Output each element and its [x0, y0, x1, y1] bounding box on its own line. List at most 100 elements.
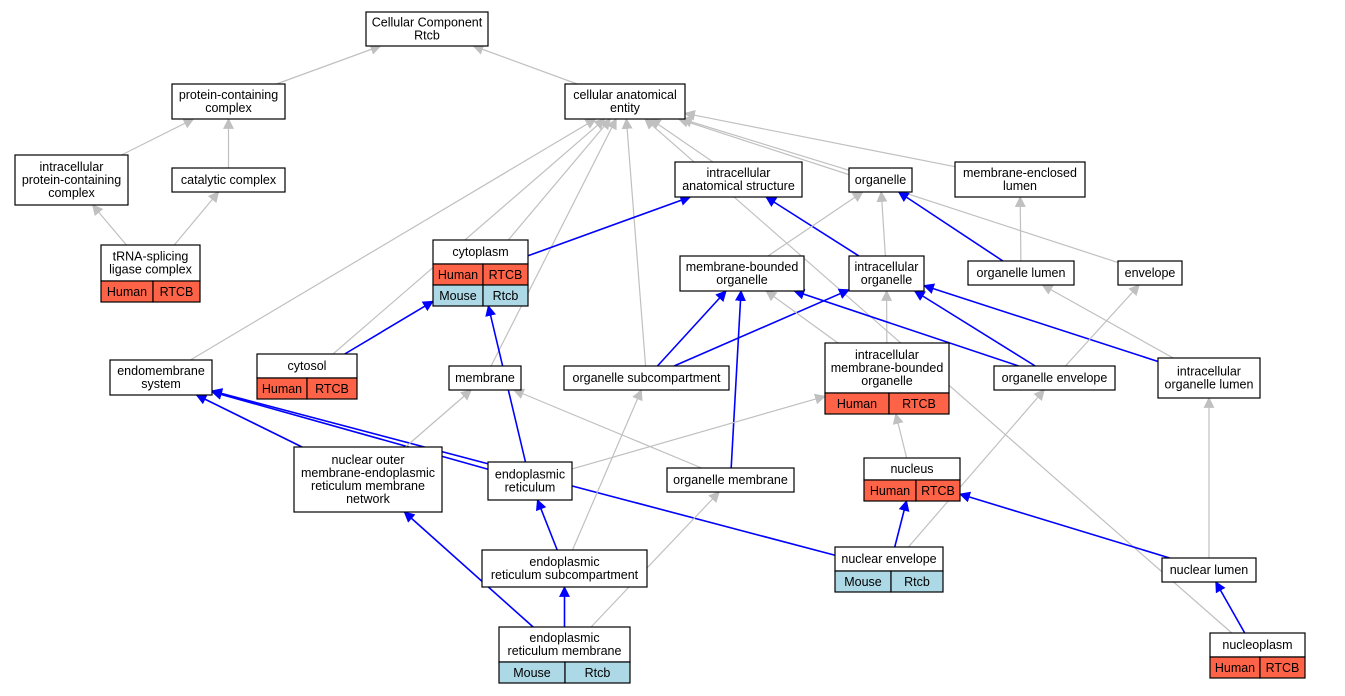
node-nl[interactable]: nuclear lumen — [1161, 557, 1257, 583]
node-label-line: lumen — [1003, 179, 1037, 193]
nodes-layer: Cellular ComponentRtcbprotein-containing… — [14, 11, 1306, 684]
node-label-line: intracellular — [855, 348, 919, 362]
node-box — [171, 167, 286, 193]
edges-layer — [91, 44, 1246, 634]
tag-species-label: Mouse — [439, 289, 477, 303]
tag-gene-cell — [306, 377, 358, 400]
edge-nom-to-ems — [195, 394, 303, 448]
edge-nl-to-nuc — [958, 491, 1170, 559]
node-box — [834, 546, 944, 572]
edge-mel-to-cae — [683, 109, 956, 168]
edge-io-to-org — [876, 190, 888, 257]
edge-ias-to-cae — [649, 118, 714, 163]
edge-ne-to-nuc — [893, 499, 910, 548]
node-box — [1157, 357, 1261, 399]
edge-pcc-to-cc — [276, 44, 382, 85]
edge-imbo-to-mbo — [765, 290, 839, 344]
node-box — [564, 83, 686, 120]
node-label-line: organelle subcompartment — [573, 371, 722, 385]
node-om[interactable]: organelle membrane — [666, 467, 795, 493]
edge-nom-to-mem — [405, 389, 472, 448]
node-label-line: entity — [610, 101, 641, 115]
node-label-line: organelle — [855, 173, 906, 187]
tag-gene-cell — [1259, 656, 1306, 679]
edge-org-to-cae — [680, 116, 850, 171]
edge-ipcc-to-pcc — [121, 118, 195, 156]
node-imbo[interactable]: intracellularmembrane-boundedorganelleHu… — [824, 342, 950, 415]
node-label-line: organelle lumen — [1165, 378, 1254, 392]
node-label-line: reticulum — [505, 481, 556, 495]
edge-ol-to-org — [897, 191, 1004, 262]
node-label-line: complex — [48, 186, 95, 200]
edge-erm-to-om — [590, 491, 720, 628]
node-env[interactable]: envelope — [1117, 260, 1183, 286]
tag-species-label: Human — [107, 285, 147, 299]
tag-gene-cell — [564, 661, 631, 684]
node-cat[interactable]: catalytic complex — [171, 167, 286, 193]
tag-gene-label: RTCB — [160, 285, 194, 299]
node-org[interactable]: organelle — [848, 167, 913, 193]
edge-mem-to-cae — [490, 118, 617, 367]
node-label-line: Cellular Component — [372, 16, 483, 30]
node-label-line: membrane-enclosed — [963, 166, 1077, 180]
node-mem[interactable]: membrane — [448, 365, 522, 391]
node-label-line: reticulum subcompartment — [491, 568, 639, 582]
tag-gene-label: RTCB — [315, 382, 349, 396]
node-label-line: nucleus — [890, 462, 933, 476]
tag-species-label: Human — [837, 397, 877, 411]
edge-cae-to-cc — [472, 44, 578, 85]
node-label-line: endoplasmic — [529, 631, 599, 645]
edge-oe-to-env — [1064, 284, 1140, 367]
node-label-line: organelle — [716, 273, 767, 287]
node-box — [498, 626, 631, 663]
edge-ers-to-osc — [571, 388, 643, 551]
edge-oe-to-io — [913, 290, 1036, 367]
tag-gene-label: Rtcb — [585, 666, 611, 680]
node-box — [100, 244, 201, 282]
node-box — [109, 359, 213, 396]
node-box — [666, 467, 795, 493]
node-osc[interactable]: organelle subcompartment — [563, 365, 730, 391]
edge-om-to-mem — [512, 388, 702, 469]
node-label-line: membrane-bounded — [686, 260, 799, 274]
node-label-line: organelle — [861, 273, 912, 287]
tag-gene-cell — [915, 479, 961, 502]
node-label-line: nuclear envelope — [841, 552, 936, 566]
node-oe[interactable]: organelle envelope — [993, 365, 1116, 391]
node-box — [954, 161, 1086, 198]
node-nom[interactable]: nuclear outermembrane-endoplasmicreticul… — [293, 446, 443, 513]
node-box — [171, 83, 286, 120]
node-ol[interactable]: organelle lumen — [967, 260, 1075, 286]
node-box — [848, 255, 925, 292]
tag-gene-cell — [152, 280, 201, 303]
node-label-line: nucleoplasm — [1222, 638, 1292, 652]
edge-oe-to-mbo — [793, 288, 1019, 367]
tag-gene-cell — [482, 284, 529, 307]
tag-species-label: Human — [1215, 661, 1255, 675]
node-label-line: protein-containing — [22, 173, 121, 187]
node-box — [487, 461, 573, 501]
node-label-line: tRNA-splicing — [113, 250, 189, 264]
edge-cyto-to-ias — [527, 195, 692, 257]
node-label-line: system — [141, 377, 181, 391]
edge-iol-to-ol — [1041, 284, 1174, 359]
